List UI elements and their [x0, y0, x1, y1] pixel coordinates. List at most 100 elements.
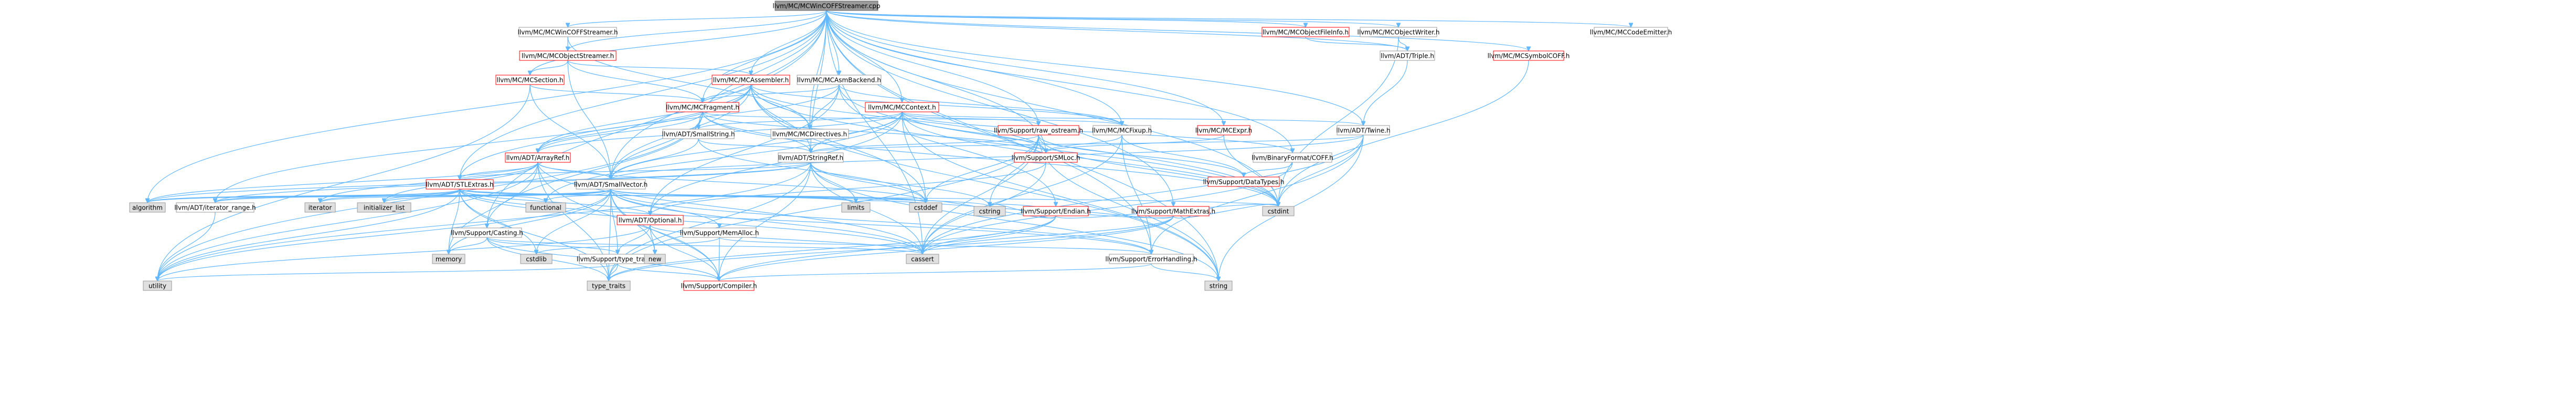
- node-errorhandling[interactable]: llvm/Support/ErrorHandling.h: [1105, 254, 1197, 264]
- node-smallvector[interactable]: llvm/ADT/SmallVector.h: [574, 179, 648, 190]
- dependency-edge: [826, 10, 902, 102]
- node-mcsection[interactable]: llvm/MC/MCSection.h: [495, 75, 565, 85]
- node-box: [1380, 50, 1435, 61]
- node-root[interactable]: llvm/MC/MCWinCOFFStreamer.cpp: [772, 1, 881, 11]
- node-box: [426, 179, 494, 190]
- dependency-edge: [567, 60, 611, 180]
- node-stlextras[interactable]: llvm/ADT/STLExtras.h: [426, 179, 494, 190]
- dependency-edge: [902, 111, 926, 203]
- node-label: llvm/MC/MCFixup.h: [1092, 127, 1152, 134]
- node-label: algorithm: [132, 204, 163, 212]
- node-iteratorrange[interactable]: llvm/ADT/iterator_range.h: [174, 202, 256, 213]
- node-box: [357, 202, 411, 213]
- dependency-edge: [1223, 134, 1278, 206]
- node-cstdint: cstdint: [1262, 206, 1295, 216]
- node-label: memory: [436, 256, 462, 263]
- node-mcobjectstreamer[interactable]: llvm/MC/MCObjectStreamer.h: [519, 50, 617, 61]
- dependency-edge: [1151, 134, 1364, 254]
- node-box: [143, 280, 172, 291]
- node-box: [1360, 27, 1437, 37]
- node-box: [1204, 280, 1233, 291]
- node-box: [520, 254, 553, 264]
- dependency-edge: [1038, 134, 1278, 206]
- node-initlist: initializer_list: [357, 202, 411, 213]
- node-label: llvm/Support/Endian.h: [1021, 208, 1091, 215]
- dependency-edge: [826, 10, 839, 75]
- node-box: [1014, 152, 1078, 163]
- node-compiler[interactable]: llvm/Support/Compiler.h: [681, 280, 757, 291]
- node-stringref[interactable]: llvm/ADT/StringRef.h: [778, 152, 844, 163]
- dependency-edge: [157, 263, 618, 282]
- node-mathextras[interactable]: llvm/Support/MathExtras.h: [1131, 206, 1215, 216]
- node-mcobjectwriter[interactable]: llvm/MC/MCObjectWriter.h: [1357, 27, 1440, 37]
- node-label: llvm/MC/MCAsmBackend.h: [797, 77, 881, 84]
- node-smloc[interactable]: llvm/Support/SMLoc.h: [1012, 152, 1080, 163]
- node-mcfragment[interactable]: llvm/MC/MCFragment.h: [666, 102, 739, 112]
- node-mcdirectives[interactable]: llvm/MC/MCDirectives.h: [770, 129, 849, 139]
- dependency-edge: [459, 189, 856, 203]
- node-datatypes[interactable]: llvm/Support/DataTypes.h: [1203, 176, 1285, 187]
- dependency-edge: [568, 10, 827, 28]
- node-box: [906, 254, 939, 264]
- node-mcobjectfileinfo[interactable]: llvm/MC/MCObjectFileInfo.h: [1262, 27, 1350, 37]
- dependency-edge: [811, 134, 1039, 153]
- dependency-edge: [826, 10, 1363, 126]
- node-box: [452, 227, 522, 238]
- node-mcwincoffstreamer[interactable]: llvm/MC/MCWinCOFFStreamer.h: [517, 27, 618, 37]
- node-box: [865, 102, 939, 112]
- node-box: [909, 202, 942, 213]
- dependency-edge: [650, 224, 923, 255]
- dependency-edge: [449, 189, 460, 254]
- node-mccontext[interactable]: llvm/MC/MCContext.h: [865, 102, 939, 112]
- node-box: [1093, 125, 1151, 136]
- node-rawostream[interactable]: llvm/Support/raw_ostream.h: [994, 125, 1083, 136]
- node-twine[interactable]: llvm/ADT/Twine.h: [1336, 125, 1391, 136]
- node-label: llvm/Support/Compiler.h: [681, 283, 757, 290]
- node-label: llvm/MC/MCObjectFileInfo.h: [1263, 29, 1349, 36]
- node-casting[interactable]: llvm/Support/Casting.h: [451, 227, 523, 238]
- dependency-edge: [449, 162, 538, 254]
- node-label: llvm/ADT/Optional.h: [619, 217, 682, 224]
- node-mcasmbackend[interactable]: llvm/MC/MCAsmBackend.h: [797, 75, 882, 85]
- node-smallstring[interactable]: llvm/ADT/SmallString.h: [662, 129, 735, 139]
- node-memalloc[interactable]: llvm/Support/MemAlloc.h: [680, 227, 759, 238]
- dependency-edge: [650, 84, 840, 215]
- dependency-edge: [611, 111, 703, 180]
- dependency-edge: [459, 189, 609, 281]
- node-label: llvm/ADT/ArrayRef.h: [506, 154, 570, 162]
- dependency-edge: [157, 224, 651, 282]
- node-arrayref[interactable]: llvm/ADT/ArrayRef.h: [505, 152, 571, 163]
- node-label: llvm/ADT/Triple.h: [1381, 53, 1434, 60]
- dependency-edge: [567, 60, 751, 76]
- dependency-edge: [826, 10, 1529, 51]
- dependency-edge: [384, 189, 611, 203]
- node-label: llvm/Support/Casting.h: [451, 230, 523, 237]
- dependency-edge: [826, 10, 1224, 126]
- node-coff[interactable]: llvm/BinaryFormat/COFF.h: [1252, 152, 1333, 163]
- dependency-edge: [611, 138, 699, 180]
- node-label: llvm/ADT/Twine.h: [1336, 127, 1390, 134]
- node-mcexpr[interactable]: llvm/MC/MCExpr.h: [1195, 125, 1253, 136]
- dependency-edge: [486, 237, 923, 255]
- node-mcfixup[interactable]: llvm/MC/MCFixup.h: [1092, 125, 1152, 136]
- node-new: new: [644, 254, 666, 264]
- node-box: [712, 75, 790, 85]
- node-iterator: iterator: [304, 202, 336, 213]
- node-box: [576, 179, 646, 190]
- dependency-edge: [487, 10, 827, 228]
- node-mccodeemitter[interactable]: llvm/MC/MCCodeEmitter.h: [1590, 27, 1672, 37]
- node-mcsymbolcoff[interactable]: llvm/MC/MCSymbolCOFF.h: [1488, 50, 1570, 61]
- dependency-edge: [459, 189, 923, 255]
- node-box: [525, 202, 566, 213]
- node-optional[interactable]: llvm/ADT/Optional.h: [617, 215, 684, 225]
- dependency-edge: [1278, 60, 1529, 206]
- dependency-edge: [703, 10, 827, 102]
- node-mcassembler[interactable]: llvm/MC/MCAssembler.h: [712, 75, 790, 85]
- node-endian[interactable]: llvm/Support/Endian.h: [1021, 206, 1091, 216]
- node-label: llvm/MC/MCFragment.h: [666, 104, 739, 111]
- node-label: llvm/ADT/SmallVector.h: [574, 181, 648, 189]
- node-typetraits[interactable]: llvm/Support/type_traits.h: [577, 254, 659, 264]
- dependency-edge: [923, 134, 1364, 254]
- node-triple[interactable]: llvm/ADT/Triple.h: [1380, 50, 1435, 61]
- dependency-edge: [810, 162, 1218, 281]
